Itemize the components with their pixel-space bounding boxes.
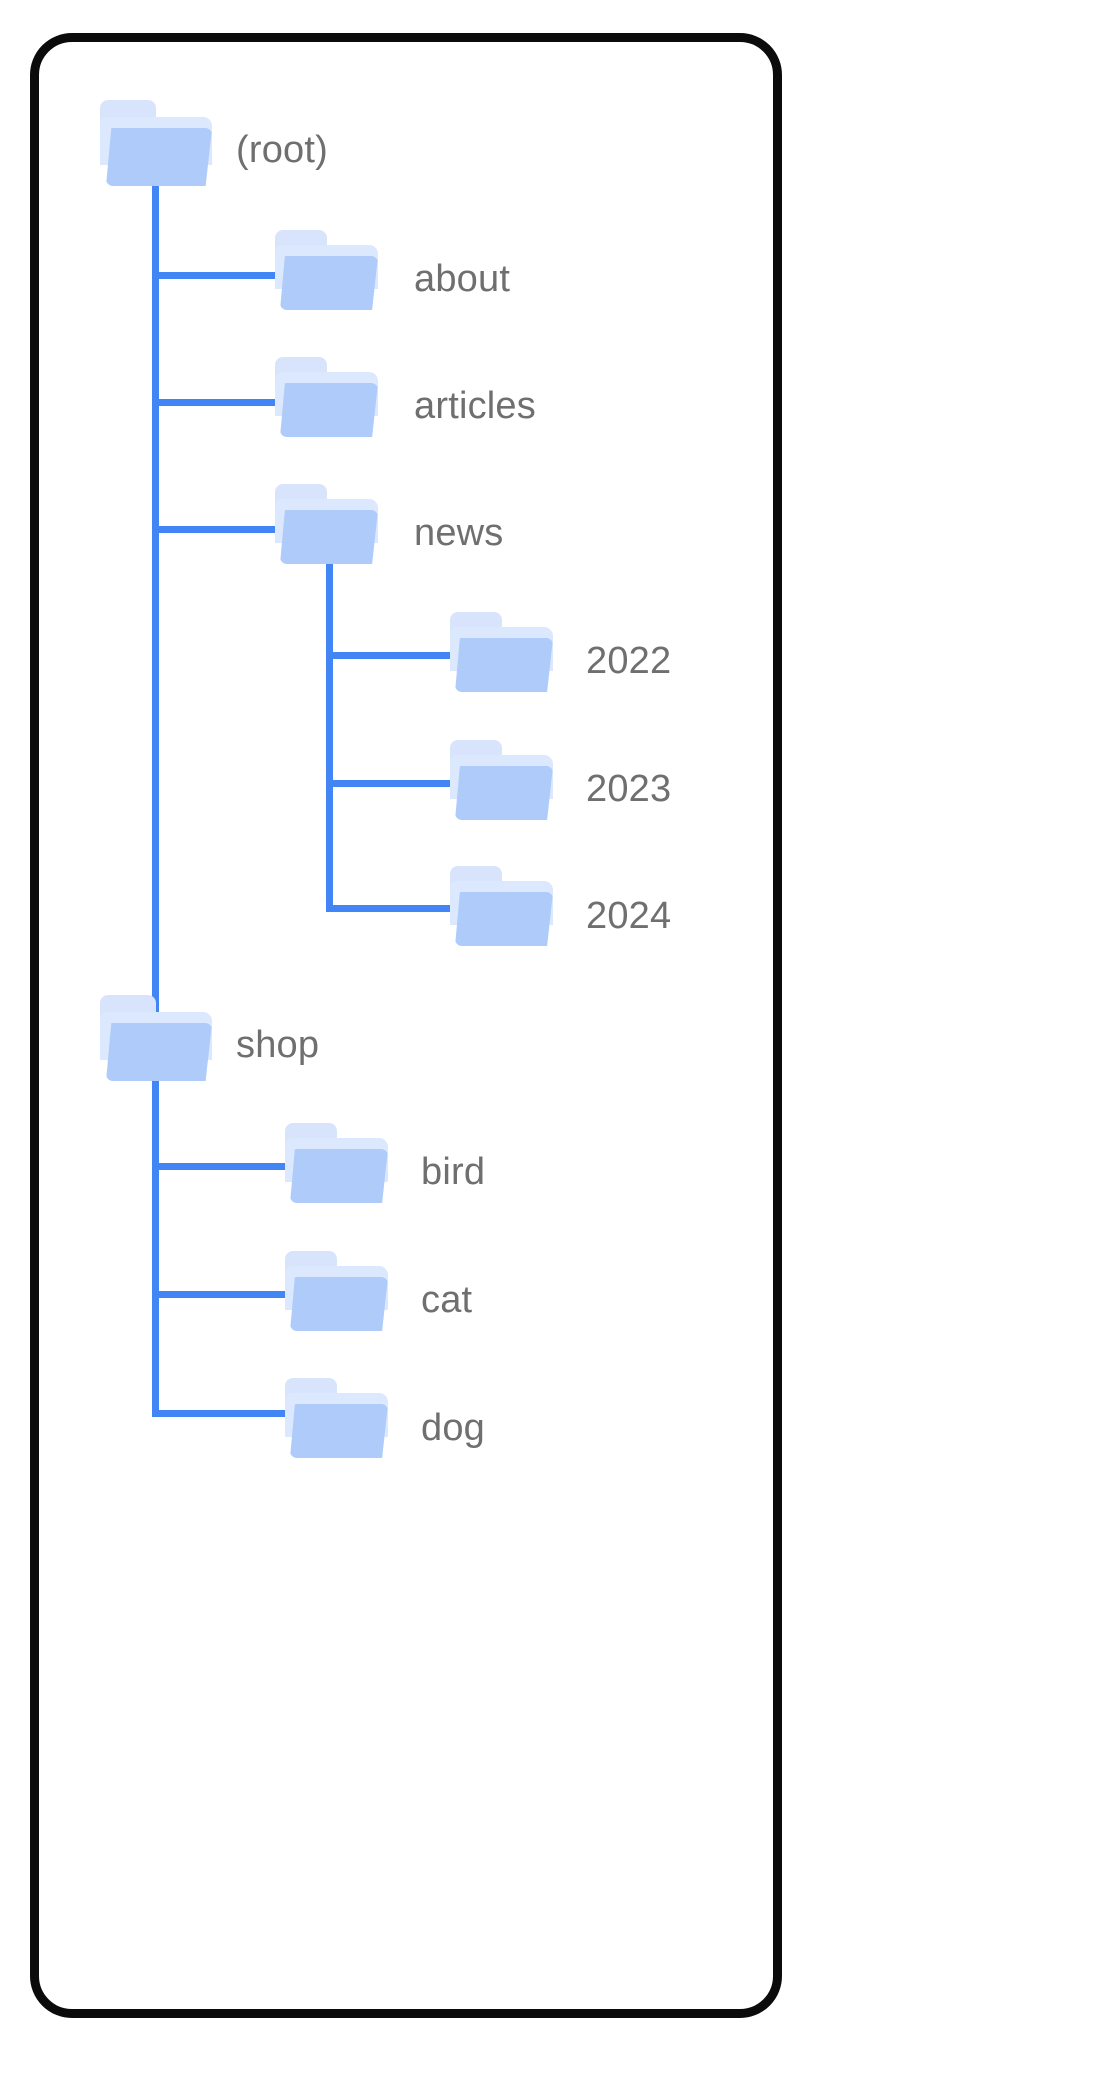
tree-node-label-articles: articles (414, 385, 536, 427)
tree-node-label-news: news (414, 512, 504, 554)
folder-front-flap (106, 1023, 212, 1081)
connector-news-2023 (326, 780, 456, 787)
tree-node-label-bird: bird (421, 1151, 486, 1193)
folder-front-flap (280, 510, 378, 564)
connector-shop-dog (152, 1410, 290, 1417)
folder-icon[interactable] (285, 1123, 393, 1205)
tree-node-label-dog: dog (421, 1407, 486, 1449)
folder-icon[interactable] (450, 740, 558, 822)
folder-icon[interactable] (275, 484, 383, 566)
connector-news-2024 (326, 905, 456, 912)
folder-icon[interactable] (100, 995, 218, 1083)
connector-root-trunk (152, 176, 159, 1016)
connector-news-2022 (326, 652, 456, 659)
folder-front-flap (455, 766, 553, 820)
folder-icon[interactable] (285, 1251, 393, 1333)
folder-front-flap (455, 638, 553, 692)
tree-node-label-cat: cat (421, 1279, 473, 1321)
folder-front-flap (290, 1277, 388, 1331)
folder-front-flap (280, 383, 378, 437)
folder-icon[interactable] (100, 100, 218, 188)
folder-front-flap (106, 128, 212, 186)
folder-front-flap (290, 1149, 388, 1203)
folder-front-flap (455, 892, 553, 946)
connector-shop-bird (152, 1163, 290, 1170)
tree-node-label-2023: 2023 (586, 768, 672, 810)
connector-root-news (152, 526, 280, 533)
connector-root-about (152, 272, 280, 279)
tree-node-label-root: (root) (236, 129, 328, 171)
tree-node-label-2022: 2022 (586, 640, 672, 682)
folder-icon[interactable] (275, 230, 383, 312)
connector-shop-trunk (152, 1040, 159, 1416)
folder-icon[interactable] (275, 357, 383, 439)
folder-icon[interactable] (450, 866, 558, 948)
tree-node-label-about: about (414, 258, 511, 300)
tree-node-label-2024: 2024 (586, 895, 672, 937)
connector-root-articles (152, 399, 280, 406)
tree-node-label-shop: shop (236, 1024, 320, 1066)
connector-shop-cat (152, 1291, 290, 1298)
folder-front-flap (290, 1404, 388, 1458)
folder-front-flap (280, 256, 378, 310)
folder-icon[interactable] (450, 612, 558, 694)
folder-icon[interactable] (285, 1378, 393, 1460)
connector-news-trunk (326, 553, 333, 911)
